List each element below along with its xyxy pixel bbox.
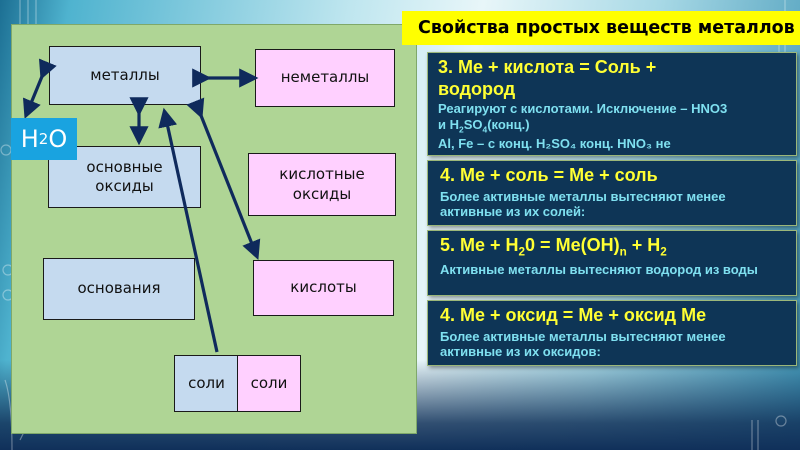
node-bases: основания [43, 258, 195, 320]
text-part: 0 = Ме(ОН) [525, 235, 620, 255]
card-metal-water-heading: 5. Ме + H20 = Ме(ОН)n + H2 [440, 235, 784, 260]
node-nonmetals: неметаллы [255, 49, 395, 107]
slide-title-text: Свойства простых веществ металлов [418, 18, 795, 38]
card-metal-water: 5. Ме + H20 = Ме(ОН)n + H2 Активные мета… [427, 230, 797, 296]
arrow-metals-h2o [22, 58, 57, 119]
node-bases-label: основания [77, 279, 161, 298]
card-metal-acid: 3. Ме + кислота = Соль + водород Реагиру… [427, 52, 797, 156]
node-salts-right: соли [237, 355, 301, 412]
node-metals-label: металлы [90, 65, 160, 84]
text-part: (конц.) [487, 116, 530, 132]
node-acid-oxides-label-1: кислотные [279, 165, 365, 183]
node-acid-oxides: кислотные оксиды [248, 153, 396, 216]
node-salts-right-label: соли [250, 373, 288, 392]
text-part: и H [438, 116, 459, 132]
subscript: 2 [518, 245, 526, 259]
h2o-main: H [20, 125, 39, 153]
node-basic-oxides-label-1: основные [86, 157, 163, 176]
card-metal-water-body: Активные металлы вытесняют водород из во… [440, 261, 758, 277]
card-metal-oxide-heading: 4. Ме + оксид = Ме + оксид Ме [440, 305, 707, 325]
card-metal-salt: 4. Ме + соль = Ме + соль Более активные … [427, 160, 797, 226]
card-metal-acid-clipped-line: Al, Fe – с конц. H₂SO₄ конц. HNO₃ не [438, 135, 671, 151]
arrow-salts-metals [158, 107, 219, 353]
card-metal-acid-body-line-1: Реагируют с кислотами. Исключение – HNO3 [438, 101, 728, 117]
card-metal-acid-heading-line-2: водород [438, 78, 516, 99]
node-salts-left-label: соли [188, 373, 225, 392]
node-metals: металлы [49, 46, 201, 105]
node-acids-label: кислоты [290, 278, 357, 297]
slide-title: Свойства простых веществ металлов [402, 11, 800, 45]
subscript: n [619, 245, 627, 259]
card-metal-oxide-body: Более активные металлы вытесняют менее а… [440, 328, 726, 360]
node-nonmetals-label: неметаллы [280, 68, 370, 87]
text-part: + H [626, 235, 661, 255]
subscript: 2 [660, 245, 667, 259]
card-metal-acid-body-line-2: и H2SO4(конц.) [438, 117, 786, 135]
node-acids: кислоты [253, 260, 394, 316]
arrow-metals-acids [186, 97, 261, 260]
node-salts-left: соли [174, 355, 239, 412]
card-metal-acid-heading: 3. Ме + кислота = Соль + водород [438, 57, 786, 100]
subscript: 4 [482, 124, 488, 135]
card-metal-salt-heading: 4. Ме + соль = Ме + соль [440, 165, 658, 185]
node-acid-oxides-label-2: оксиды [292, 184, 352, 203]
text-part: 5. Ме + H [440, 235, 519, 255]
subscript: 2 [459, 124, 464, 135]
h2o-end: O [48, 125, 68, 153]
card-metal-acid-body: Реагируют с кислотами. Исключение – HNO3… [438, 101, 786, 134]
card-metal-salt-body: Более активные металлы вытесняют менее а… [440, 188, 726, 220]
card-metal-acid-heading-line-1: 3. Ме + кислота = Соль + [438, 57, 657, 77]
node-basic-oxides-label-2: оксиды [95, 177, 154, 195]
card-metal-oxide: 4. Ме + оксид = Ме + оксид Ме Более акти… [427, 300, 797, 366]
text-part: SO [463, 116, 483, 132]
h2o-subscript: 2 [38, 130, 49, 148]
